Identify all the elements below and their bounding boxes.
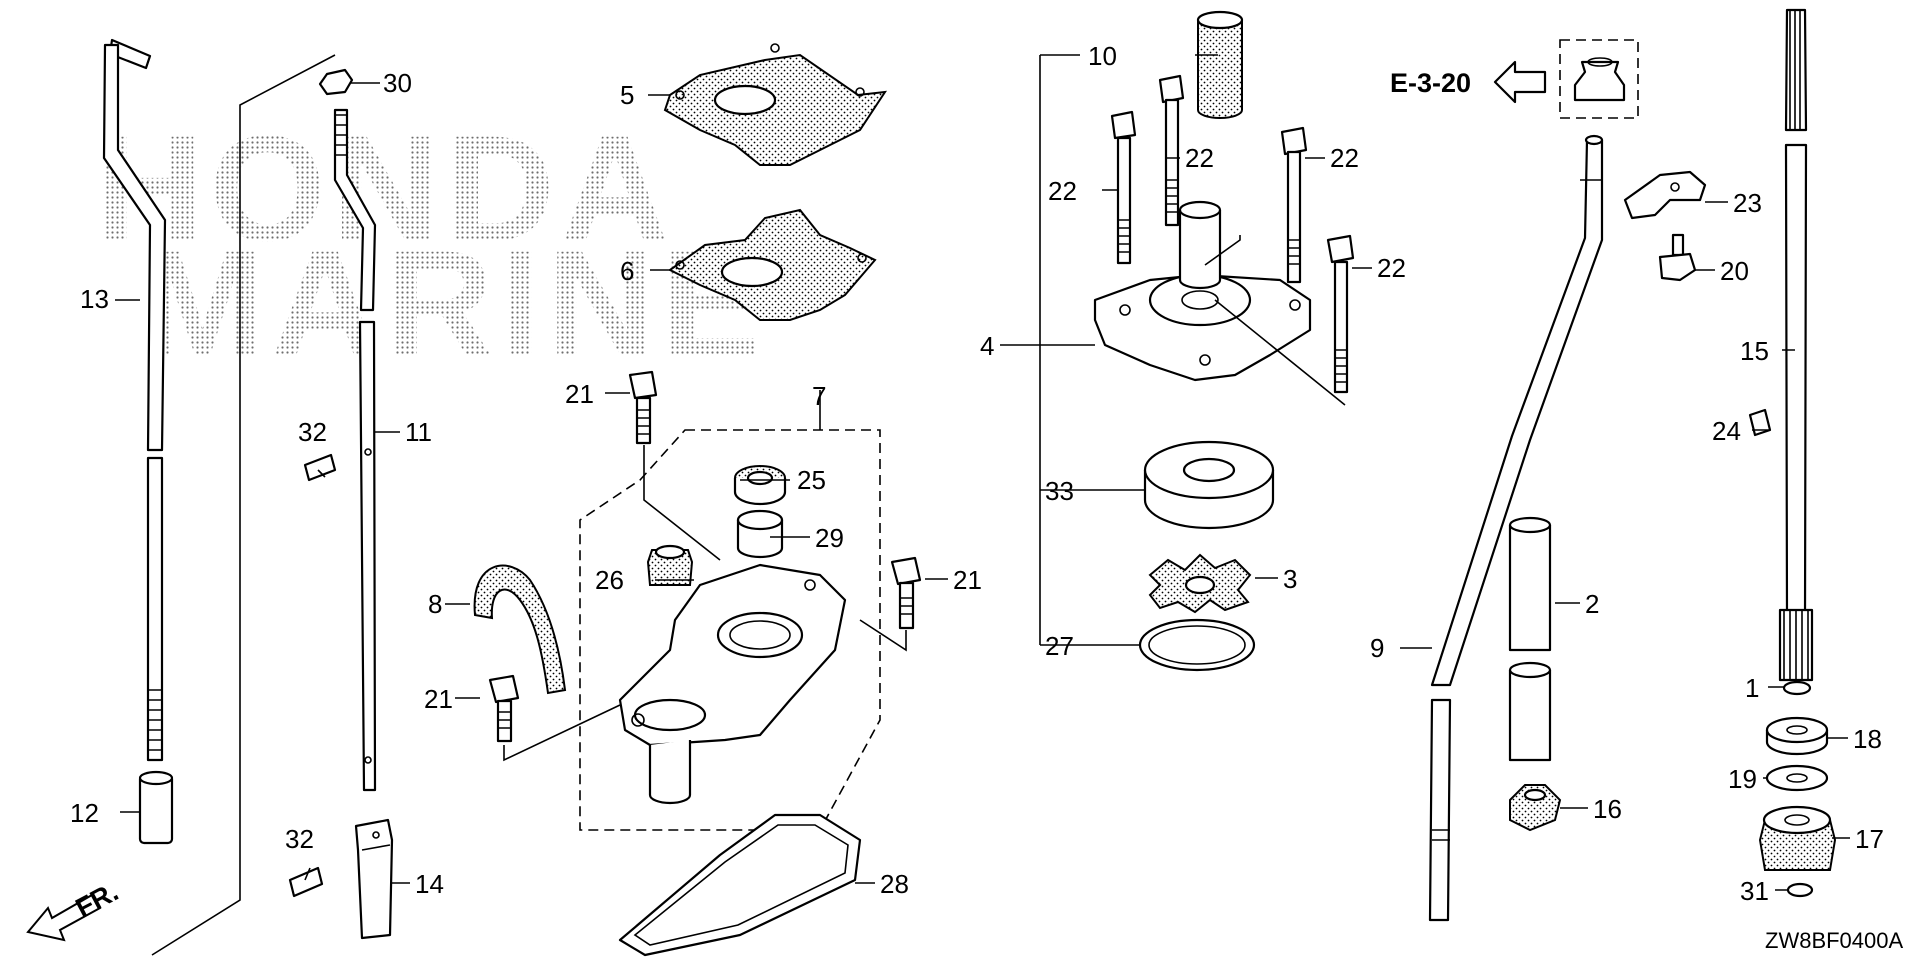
shaft-15: [1778, 8, 1814, 682]
callout-6: 6: [620, 256, 634, 286]
watermark: HONDA MARINE: [95, 104, 768, 387]
reference-label: E-3-20: [1390, 68, 1471, 98]
callout-21-right: 21: [953, 565, 982, 595]
case-guide-lines: [1204, 235, 1346, 406]
callout-23: 23: [1733, 188, 1762, 218]
rod-11: [333, 108, 377, 792]
reference-block: E-3-20: [1390, 39, 1639, 119]
gasket-27: [1138, 618, 1256, 672]
gear-17: [1758, 805, 1837, 871]
callout-9: 9: [1370, 633, 1384, 663]
bolt-22-b: [1158, 74, 1185, 227]
washer-19: [1765, 764, 1829, 792]
pump-housing-7: [618, 563, 847, 805]
spacer-12: [138, 770, 174, 845]
watermark-honda: HONDA: [95, 104, 675, 272]
impeller-3: [1148, 553, 1252, 614]
callout-24: 24: [1712, 416, 1741, 446]
callout-22-a: 22: [1048, 176, 1077, 206]
bolt-guide-lines: [503, 445, 907, 762]
callout-22-d: 22: [1377, 253, 1406, 283]
callout-33: 33: [1045, 476, 1074, 506]
watermark-marine: MARINE: [140, 219, 768, 387]
nut-30: [318, 68, 354, 96]
bolt-22-c: [1280, 126, 1308, 284]
clip-1: [1782, 680, 1812, 696]
callout-20: 20: [1720, 256, 1749, 286]
callout-12: 12: [70, 798, 99, 828]
tube-10: [1196, 10, 1244, 119]
front-arrow: FR.: [26, 876, 123, 942]
rod-13: [102, 38, 167, 762]
callout-27: 27: [1045, 631, 1074, 661]
callout-25: 25: [797, 465, 826, 495]
group-bracket-4: [1000, 54, 1080, 646]
gasket-28: [618, 813, 862, 957]
plate-5: [663, 43, 888, 166]
callout-4: 4: [980, 331, 994, 361]
callout-8: 8: [428, 589, 442, 619]
grommet-16: [1509, 784, 1562, 832]
pin-32-upper: [303, 453, 337, 482]
pin-32-lower: [288, 866, 324, 898]
callout-31: 31: [1740, 876, 1769, 906]
callout-21-left: 21: [424, 684, 453, 714]
sleeve-2: [1508, 516, 1552, 762]
callout-2: 2: [1585, 589, 1599, 619]
callout-32-upper: 32: [298, 417, 327, 447]
callout-11: 11: [405, 417, 432, 447]
callout-15: 15: [1740, 336, 1769, 366]
bolt-20: [1658, 233, 1697, 282]
washer-18: [1765, 716, 1829, 756]
lever-14: [354, 818, 394, 940]
callout-3: 3: [1283, 564, 1297, 594]
assembly-line-left: [151, 54, 336, 956]
tube-9: [1428, 134, 1604, 922]
bolt-21-right: [890, 556, 922, 630]
callouts: 30 5 6 13 11 32 21 7 25 29 26 8 21 21 12…: [70, 41, 1884, 906]
callout-19: 19: [1728, 764, 1757, 794]
callout-1: 1: [1745, 673, 1759, 703]
plate-6: [668, 208, 877, 321]
leader-lines: [115, 54, 1850, 891]
callout-5: 5: [620, 80, 634, 110]
seal-25: [733, 465, 787, 506]
clip-31: [1786, 882, 1814, 898]
callout-32-lower: 32: [285, 824, 314, 854]
callout-22-c: 22: [1330, 143, 1359, 173]
callout-18: 18: [1853, 724, 1882, 754]
callout-7: 7: [812, 381, 826, 411]
callout-13: 13: [80, 284, 109, 314]
callout-17: 17: [1855, 824, 1884, 854]
bolt-22-d: [1326, 234, 1355, 394]
callout-28: 28: [880, 869, 909, 899]
bolt-21-top: [628, 370, 658, 445]
assembly-box-7: [579, 429, 881, 831]
liner-33: [1143, 440, 1275, 530]
callout-10: 10: [1088, 41, 1117, 71]
callout-29: 29: [815, 523, 844, 553]
callout-21-top: 21: [565, 379, 594, 409]
cap-26: [646, 544, 694, 586]
drawing-code: ZW8BF0400A: [1765, 928, 1903, 953]
callout-22-b: 22: [1185, 143, 1214, 173]
callout-30: 30: [383, 68, 412, 98]
callout-16: 16: [1593, 794, 1622, 824]
pin-24: [1748, 408, 1772, 437]
callout-26: 26: [595, 565, 624, 595]
clip-23: [1623, 170, 1707, 220]
hose-8: [473, 564, 567, 695]
collar-29: [736, 509, 784, 559]
bolt-21-left: [488, 674, 520, 743]
pump-case-4: [1093, 200, 1312, 382]
bolt-22-a: [1110, 110, 1137, 265]
callout-14: 14: [415, 869, 444, 899]
